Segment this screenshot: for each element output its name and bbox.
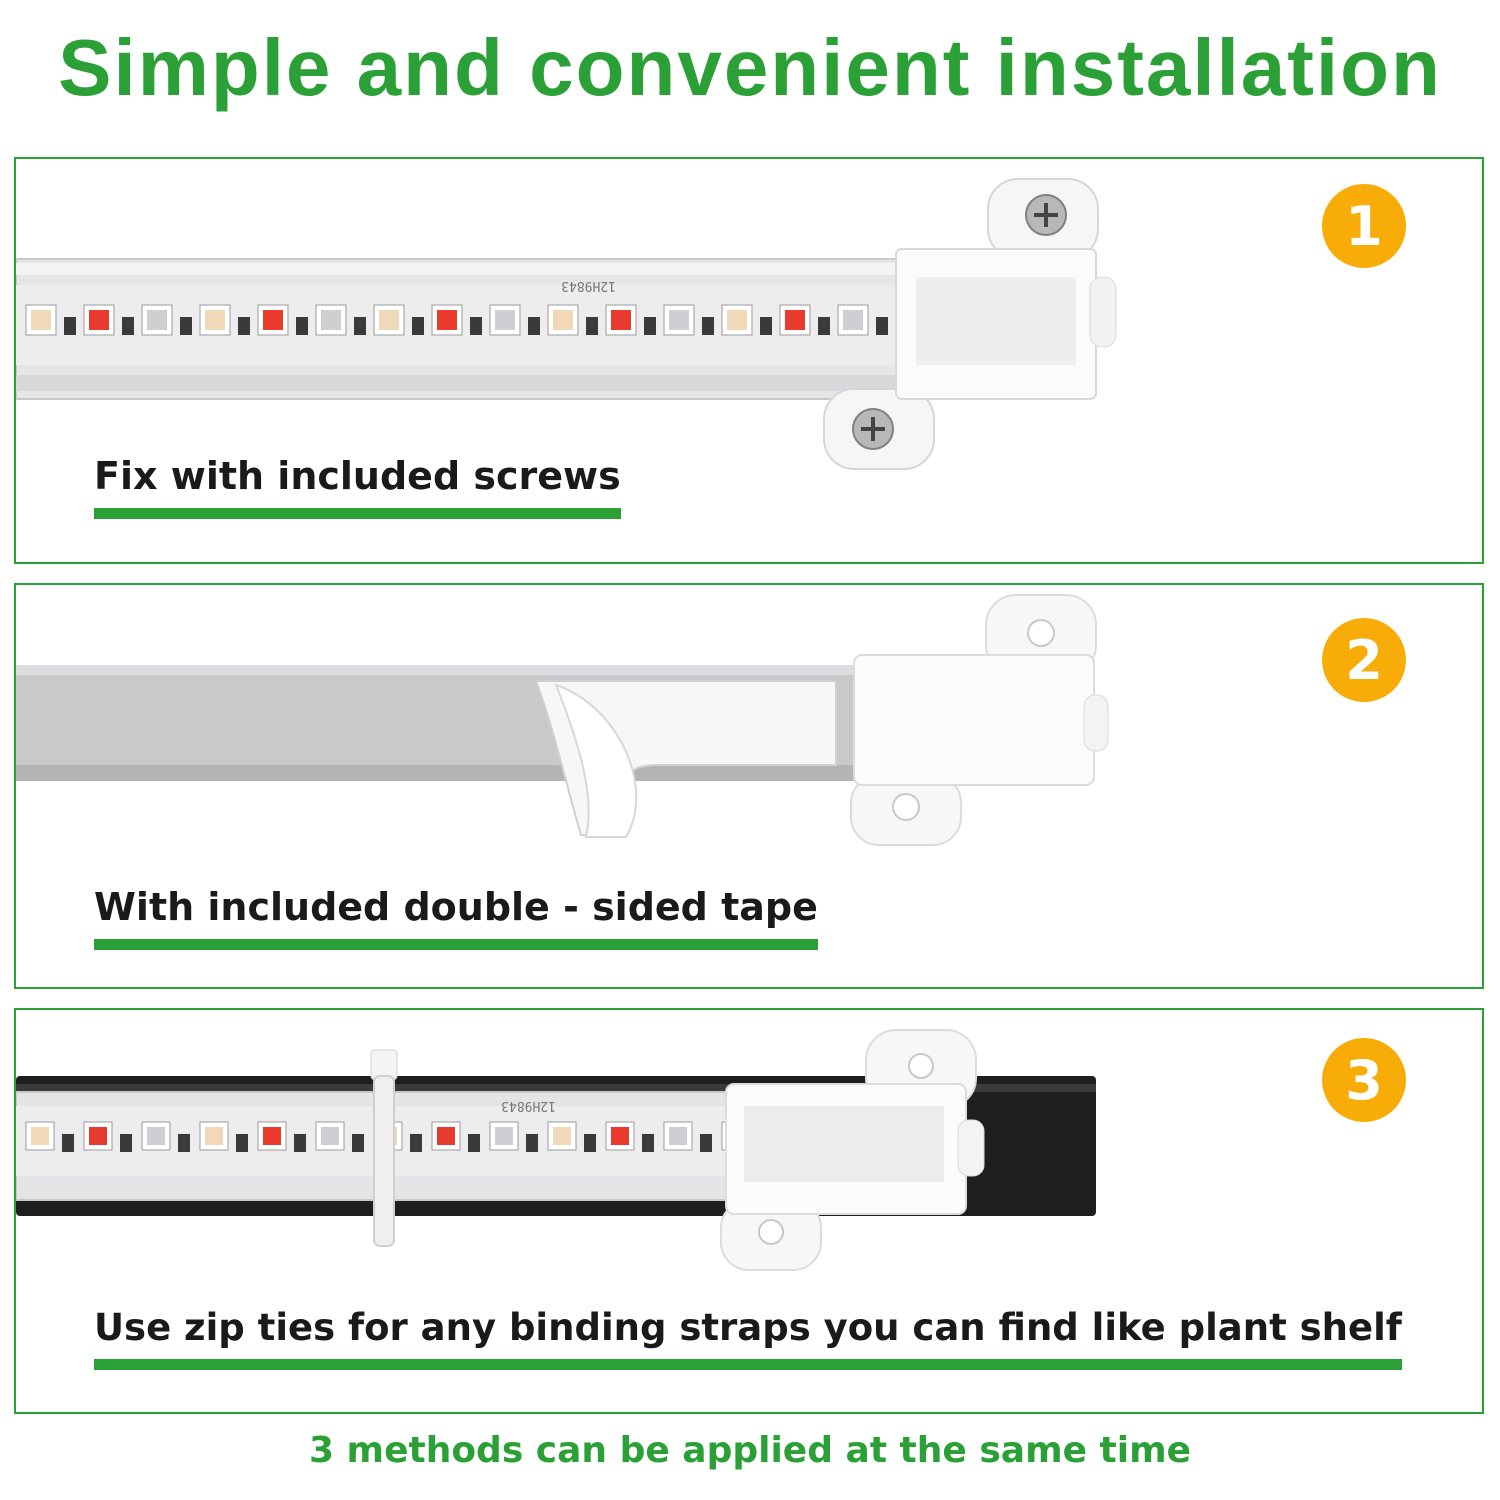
channel-shadow: [16, 765, 876, 781]
step-number-badge: 1: [1322, 184, 1406, 268]
mounting-clip-icon: [720, 1029, 985, 1271]
led-diode: [669, 310, 689, 330]
resistor: [178, 1134, 190, 1152]
led-diode: [321, 1127, 339, 1145]
resistor: [700, 1134, 712, 1152]
resistor: [236, 1134, 248, 1152]
led-chip: [663, 1121, 693, 1151]
method-panel-zip-ties: 12H9843 3 Use zip ties for any binding s…: [14, 1008, 1484, 1414]
rod-highlight: [16, 1084, 1096, 1092]
method-panel-screws: 12H9843 1 Fix with included screws: [14, 157, 1484, 564]
led-diode: [147, 1127, 165, 1145]
screw-icon: [852, 408, 894, 450]
mounting-clip-icon: [823, 178, 1117, 470]
led-diode: [553, 310, 573, 330]
zip-tie-icon: [370, 1049, 398, 1247]
led-diode: [31, 310, 51, 330]
resistor: [818, 317, 830, 335]
resistor: [296, 317, 308, 335]
led-diode: [263, 310, 283, 330]
method-caption: Use zip ties for any binding straps you …: [94, 1306, 1402, 1370]
resistor: [876, 317, 888, 335]
led-diode: [611, 310, 631, 330]
method-panel-tape: 2 With included double - sided tape: [14, 583, 1484, 989]
led-diode: [785, 310, 805, 330]
led-diode: [611, 1127, 629, 1145]
led-diode: [379, 310, 399, 330]
mounting-clip-icon: [850, 594, 1109, 846]
resistor: [410, 1134, 422, 1152]
strip-printed-code: 12H9843: [501, 1098, 556, 1113]
resistor: [352, 1134, 364, 1152]
screw-icon: [1025, 194, 1067, 236]
resistor: [238, 317, 250, 335]
resistor: [760, 317, 772, 335]
led-diode: [205, 1127, 223, 1145]
led-diode: [437, 310, 457, 330]
strip-printed-code: 12H9843: [561, 278, 616, 293]
resistor: [62, 1134, 74, 1152]
led-strip-with-clips-illustration: 12H9843: [16, 178, 1117, 470]
led-diode: [89, 1127, 107, 1145]
led-diode: [205, 310, 225, 330]
resistor: [412, 317, 424, 335]
led-diode: [89, 310, 109, 330]
resistor: [470, 317, 482, 335]
step-number-badge: 2: [1322, 618, 1406, 702]
step-number-badge: 3: [1322, 1038, 1406, 1122]
resistor: [294, 1134, 306, 1152]
resistor: [586, 317, 598, 335]
resistor: [644, 317, 656, 335]
resistor: [584, 1134, 596, 1152]
led-diode: [31, 1127, 49, 1145]
resistor: [468, 1134, 480, 1152]
channel-highlight: [16, 665, 876, 675]
led-diode: [321, 310, 341, 330]
led-diode: [495, 1127, 513, 1145]
method-caption: Fix with included screws: [94, 454, 621, 519]
led-diode: [495, 310, 515, 330]
resistor: [64, 317, 76, 335]
resistor: [528, 317, 540, 335]
resistor: [642, 1134, 654, 1152]
led-diode: [553, 1127, 571, 1145]
resistor: [702, 317, 714, 335]
headline: Simple and convenient installation: [58, 23, 1442, 112]
resistor: [354, 317, 366, 335]
channel-lip-bottom: [16, 375, 916, 391]
led-diode: [263, 1127, 281, 1145]
resistor: [180, 317, 192, 335]
led-diode: [727, 310, 747, 330]
strip-on-rod-with-zip-tie-illustration: 12H9843: [16, 1029, 1096, 1271]
led-diode: [437, 1127, 455, 1145]
resistor: [122, 317, 134, 335]
led-diode: [843, 310, 863, 330]
led-diode: [669, 1127, 687, 1145]
channel-back-with-tape-illustration: [16, 594, 1109, 846]
led-chip-row: [25, 304, 888, 336]
resistor: [120, 1134, 132, 1152]
adhesive-tape-icon: [534, 680, 837, 838]
resistor: [526, 1134, 538, 1152]
channel-lip-top: [16, 263, 916, 275]
led-diode: [147, 310, 167, 330]
method-caption: With included double - sided tape: [94, 885, 818, 950]
footer-note: 3 methods can be applied at the same tim…: [308, 1430, 1192, 1471]
